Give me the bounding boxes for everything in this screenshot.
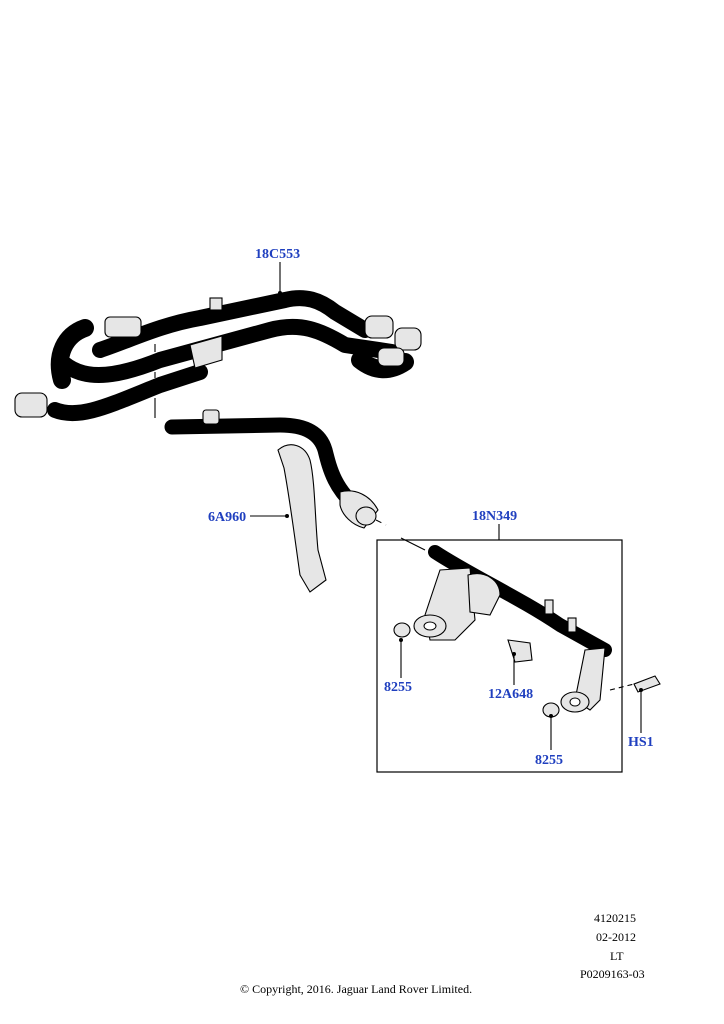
callout-6a960: 6A960 xyxy=(208,510,247,525)
callout-18n349: 18N349 xyxy=(472,509,518,524)
callout-hs1: HS1 xyxy=(628,735,654,750)
leader-lines xyxy=(250,262,643,750)
callout-8255-right: 8255 xyxy=(535,753,563,768)
hose-assembly-illustration xyxy=(14,290,422,422)
diagram-market: LT xyxy=(610,949,624,963)
callout-18c553: 18C553 xyxy=(255,247,301,262)
diagram-code: 4120215 xyxy=(594,911,636,925)
callout-8255-left: 8255 xyxy=(384,680,412,695)
diagram-reference: P0209163-03 xyxy=(580,967,645,981)
callout-12a648: 12A648 xyxy=(488,687,534,702)
tube-illustration xyxy=(164,409,387,593)
copyright-notice: © Copyright, 2016. Jaguar Land Rover Lim… xyxy=(240,982,473,996)
diagram-date: 02-2012 xyxy=(596,930,636,944)
housing-illustration xyxy=(393,537,661,718)
